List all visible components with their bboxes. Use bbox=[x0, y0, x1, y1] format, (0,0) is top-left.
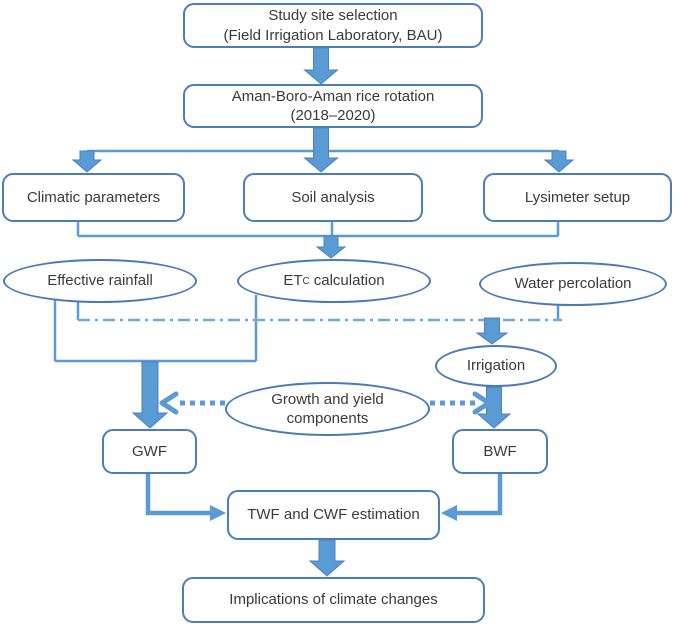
node-growth-yield-components: Growth and yield components bbox=[225, 382, 430, 436]
percolation-label: Water percolation bbox=[514, 275, 632, 293]
arrowhead-into-twf-right bbox=[441, 505, 457, 521]
node-gwf: GWF bbox=[102, 429, 197, 474]
connector-bwf-to-twf bbox=[456, 474, 503, 516]
rotation-line2: (2018–2020) bbox=[290, 107, 376, 124]
arrow-to-lysimeter bbox=[543, 150, 575, 173]
arrow-to-etc bbox=[315, 235, 347, 259]
node-lysimeter-setup: Lysimeter setup bbox=[483, 173, 672, 222]
connector-gwf-to-twf bbox=[145, 474, 211, 516]
node-bwf: BWF bbox=[452, 429, 548, 474]
dotted-arrowhead-left bbox=[159, 391, 179, 415]
study-line2: (Field Irrigation Laboratory, BAU) bbox=[223, 26, 443, 44]
node-twf-cwf-estimation: TWF and CWF estimation bbox=[227, 490, 440, 540]
arrow-to-climatic bbox=[71, 150, 103, 173]
irrigation-label: Irrigation bbox=[466, 357, 526, 375]
node-water-percolation: Water percolation bbox=[479, 262, 667, 306]
study-line1: Study site selection bbox=[268, 7, 398, 24]
gwf-label: GWF bbox=[132, 442, 167, 460]
arrow-to-irrigation bbox=[475, 317, 509, 345]
etc-suffix: calculation bbox=[313, 272, 385, 290]
node-rice-rotation: Aman-Boro-Aman rice rotation (2018–2020) bbox=[183, 84, 483, 128]
node-study-site-selection: Study site selection (Field Irrigation L… bbox=[183, 3, 483, 48]
arrowhead-into-twf-left bbox=[210, 505, 226, 521]
node-irrigation: Irrigation bbox=[435, 345, 557, 387]
arrow-rotation-to-soil bbox=[303, 127, 339, 173]
growth-line1: Growth and yield bbox=[271, 390, 384, 408]
etc-prefix: ET bbox=[283, 272, 303, 290]
rotation-line1: Aman-Boro-Aman rice rotation bbox=[231, 87, 435, 105]
rainfall-label: Effective rainfall bbox=[47, 272, 153, 290]
node-implications-climate-changes: Implications of climate changes bbox=[182, 577, 485, 623]
node-climatic-parameters: Climatic parameters bbox=[2, 173, 185, 222]
lysimeter-label: Lysimeter setup bbox=[524, 188, 631, 206]
arrow-twf-to-implications bbox=[308, 539, 346, 577]
twf-label: TWF and CWF estimation bbox=[247, 506, 420, 524]
growth-line2: components bbox=[286, 410, 369, 427]
etc-subscript: C bbox=[302, 275, 310, 287]
arrow-irrigation-to-bwf bbox=[476, 386, 512, 429]
climatic-label: Climatic parameters bbox=[26, 188, 161, 206]
implications-label: Implications of climate changes bbox=[229, 591, 438, 609]
bwf-label: BWF bbox=[483, 442, 517, 460]
arrow-bracket-to-gwf bbox=[131, 361, 169, 429]
arrow-study-to-rotation bbox=[303, 47, 339, 85]
node-soil-analysis: Soil analysis bbox=[243, 173, 423, 222]
soil-label: Soil analysis bbox=[291, 188, 375, 206]
dotted-arrowhead-right bbox=[472, 391, 492, 415]
node-effective-rainfall: Effective rainfall bbox=[3, 259, 197, 303]
